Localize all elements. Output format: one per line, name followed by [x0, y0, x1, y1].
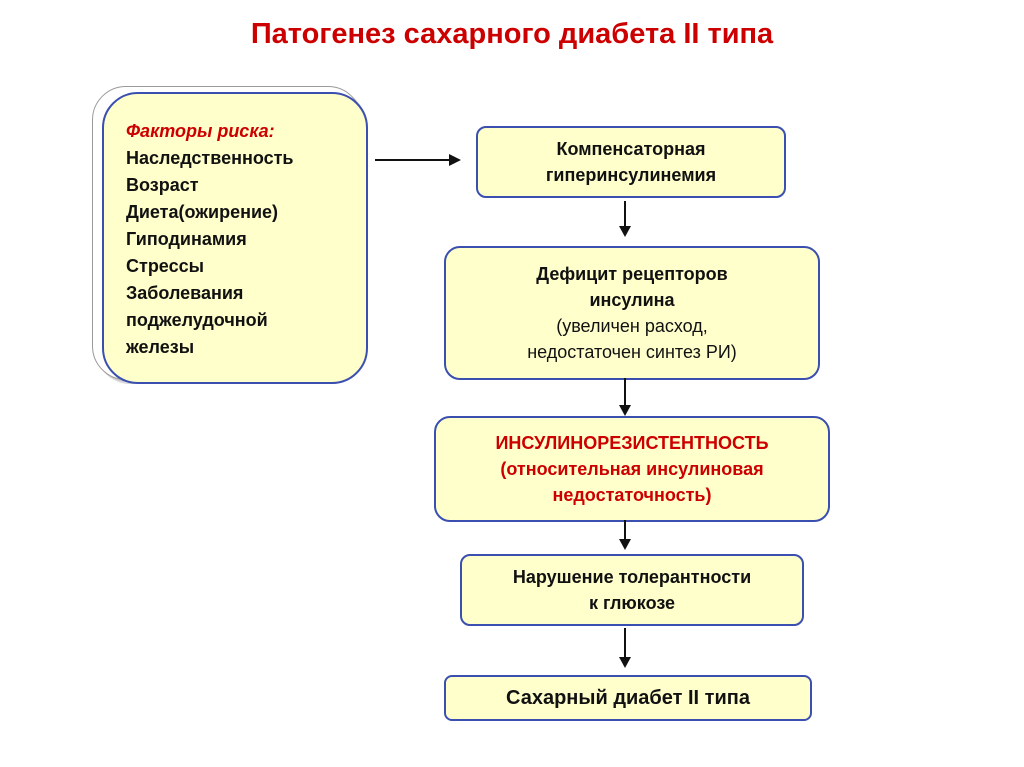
glucose-tolerance-line-2: к глюкозе [588, 593, 676, 613]
insulin-resistance-line-1: ИНСУЛИНОРЕЗИСТЕНТНОСТЬ [495, 433, 769, 453]
arrow-down-4 [619, 628, 631, 668]
type-2-diabetes-label: Сахарный диабет II типа [506, 687, 750, 709]
risk-factor-item: Наследственность [126, 148, 294, 168]
risk-factor-item: Возраст [126, 175, 199, 195]
receptor-deficit-line-3: (увеличен расход, [556, 316, 708, 336]
arrow-down-3 [619, 520, 631, 550]
arrow-down-2 [619, 378, 631, 416]
page-title: Патогенез сахарного диабета II типа [250, 18, 774, 50]
risk-factor-item: Стрессы [126, 256, 204, 276]
insulin-resistance-line-3: недостаточность) [552, 485, 712, 505]
risk-factors-heading: Факторы риска: [126, 121, 275, 141]
risk-factor-item: Заболевания [126, 283, 244, 303]
glucose-tolerance-line-1: Нарушение толерантности [512, 567, 752, 587]
risk-factor-item: железы [126, 337, 195, 357]
risk-factor-item: Гиподинамия [126, 229, 247, 249]
risk-factors-box: Факторы риска: Наследственность Возраст … [102, 92, 368, 384]
arrow-down-1 [619, 201, 631, 237]
receptor-deficit-box: Дефицит рецепторов инсулина (увеличен ра… [444, 246, 820, 380]
glucose-tolerance-box: Нарушение толерантности к глюкозе [460, 554, 804, 626]
receptor-deficit-line-2: инсулина [589, 290, 675, 310]
compensatory-line-1: Компенсаторная [556, 139, 706, 159]
risk-factor-item: Диета(ожирение) [126, 202, 279, 222]
receptor-deficit-line-1: Дефицит рецепторов [536, 264, 728, 284]
risk-factor-item: поджелудочной [126, 310, 268, 330]
type-2-diabetes-box: Сахарный диабет II типа [444, 675, 812, 721]
insulin-resistance-box: ИНСУЛИНОРЕЗИСТЕНТНОСТЬ (относительная ин… [434, 416, 830, 522]
compensatory-line-2: гиперинсулинемия [545, 165, 717, 185]
risk-to-compensatory-arrow [375, 154, 461, 166]
receptor-deficit-line-4: недостаточен синтез РИ) [527, 342, 737, 362]
compensatory-hyperinsulinemia-box: Компенсаторная гиперинсулинемия [476, 126, 786, 198]
insulin-resistance-line-2: (относительная инсулиновая [500, 459, 764, 479]
